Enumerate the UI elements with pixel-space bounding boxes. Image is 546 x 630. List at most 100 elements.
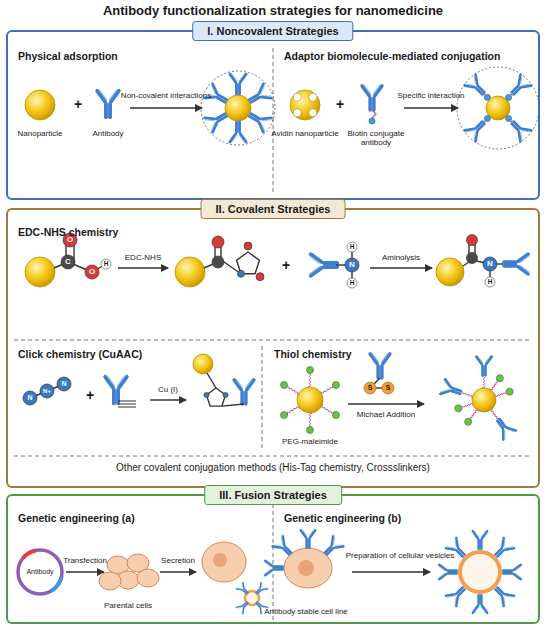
atom-ball (332, 412, 339, 419)
heading-text: Adaptor biomolecule-mediated conjugation (284, 50, 500, 62)
atom-ball (212, 256, 224, 268)
dashed-outline (201, 71, 275, 145)
atom-symbol: H (350, 279, 355, 286)
nanoparticle (25, 257, 55, 287)
peg-chain (287, 407, 299, 415)
heading-text: Genetic engineering (a) (18, 512, 135, 524)
atom-ball (369, 118, 375, 124)
arrow-label: Secretion (161, 557, 195, 566)
atom-ball (345, 258, 359, 272)
atom-ball (496, 375, 503, 382)
atom-symbol: S (368, 384, 373, 392)
atom-symbol: N+ (43, 388, 51, 395)
antibody-icon (246, 108, 272, 132)
part-label: Nanoparticle (18, 130, 63, 139)
chemical-bond (222, 404, 244, 406)
antibody-icon (236, 599, 250, 613)
plus-sign: + (86, 388, 94, 403)
antibody-icon (230, 74, 246, 94)
subsection-heading: Physical adsorption (18, 50, 118, 62)
atom-symbol: O (67, 236, 73, 245)
atom-ball (382, 382, 394, 394)
biotin-linker (372, 110, 376, 118)
section-tab: I. Noncovalent Strategies (192, 21, 353, 41)
biotin-linker (483, 93, 487, 97)
atom-symbol: O (89, 268, 95, 277)
antibody-icon (473, 531, 487, 549)
antibody-icon (507, 117, 531, 141)
peg-chain (308, 373, 311, 387)
peg-chain (322, 405, 334, 413)
section-panel: EDC-NHS chemistryClick chemistry (CuAAC)… (6, 208, 540, 488)
cell (99, 572, 121, 590)
vesicle (460, 552, 500, 592)
atom-symbol: N (487, 260, 493, 269)
atom-ball (237, 270, 244, 277)
arrow-label: Transfection (63, 557, 107, 566)
binding-pocket (293, 93, 301, 101)
heading-text: Click chemistry (CuAAC) (18, 348, 142, 360)
method-note: Other covalent conjugation methods (His-… (8, 462, 538, 473)
plasmid-insert (21, 548, 36, 559)
reaction-arrow (352, 571, 430, 572)
atom-ball (467, 253, 478, 264)
atom-ball (347, 278, 357, 288)
atom-ball (455, 405, 462, 412)
antibody-icon (236, 582, 250, 596)
part-label: Antibody (92, 130, 123, 139)
atom-ball (307, 427, 314, 434)
arrow-label: Michael Addition (357, 411, 415, 420)
arrow-label: Non-covalent interactions (121, 92, 211, 101)
nanoparticle (290, 90, 320, 120)
atom-ball (485, 277, 495, 287)
reaction-arrow (130, 107, 202, 108)
plasmid-insert (50, 577, 63, 593)
antibody-icon (272, 536, 295, 559)
biotin-linker (509, 93, 513, 97)
nanoparticle (175, 257, 205, 287)
antibody-icon (301, 530, 315, 548)
antibody-icon (230, 122, 246, 142)
nanoparticle (436, 258, 464, 286)
antibody-icon (473, 595, 487, 613)
part-label: PEG-maleimide (282, 438, 338, 447)
atom-symbol: C (65, 258, 71, 267)
section-divider (14, 456, 532, 457)
chemical-bond (118, 401, 136, 402)
biotin-linker (483, 119, 487, 123)
antibody-icon (464, 74, 488, 98)
peg-chain (309, 413, 312, 427)
atom-ball (307, 367, 314, 374)
nucleus (298, 560, 314, 576)
reaction-arrow (66, 571, 104, 572)
section-title: III. Fusion Strategies (219, 489, 327, 501)
peg-chain (286, 387, 298, 395)
antibody-icon (246, 84, 272, 108)
nucleus (213, 553, 227, 567)
arrow-label: Cu (I) (158, 386, 178, 395)
atom-symbol: N (61, 380, 66, 388)
atom-symbol: H (104, 260, 109, 267)
antibody-icon (321, 536, 344, 559)
subsection-heading: Adaptor biomolecule-mediated conjugation (284, 50, 500, 62)
atom-ball (23, 391, 37, 405)
atom-ball (223, 392, 228, 397)
reaction-arrow (348, 403, 424, 404)
antibody-icon (507, 74, 531, 98)
atom-ball (61, 255, 75, 269)
reaction-arrow (160, 571, 196, 572)
atom-ball (506, 388, 513, 395)
section-tab: II. Covalent Strategies (201, 199, 346, 219)
antibody-icon (362, 85, 382, 110)
reaction-arrow (118, 267, 168, 268)
antibody-icon (204, 108, 230, 132)
heading-text: Other covalent conjugation methods (His-… (116, 462, 430, 473)
atom-symbol: N (349, 261, 355, 270)
antibody-icon (370, 353, 390, 378)
atom-ball (40, 384, 54, 398)
ring-structure (206, 388, 225, 406)
heading-text: Physical adsorption (18, 50, 118, 62)
atom-ball (465, 418, 472, 425)
cell (202, 542, 246, 582)
nanoparticle (297, 387, 323, 413)
